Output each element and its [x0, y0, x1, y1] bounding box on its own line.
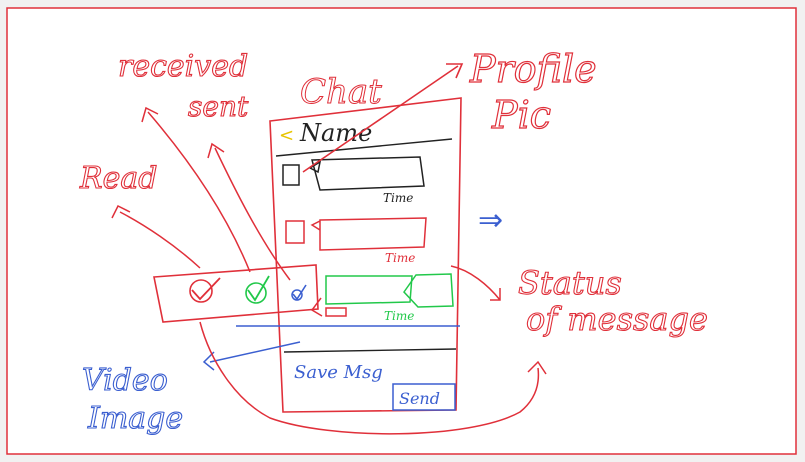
received-arrow	[141, 106, 251, 273]
whiteboard-frame	[6, 7, 797, 455]
profile-pic-box-1	[282, 164, 300, 186]
read-check-icon	[189, 277, 221, 303]
read-label: Read	[79, 161, 157, 196]
status-arrow	[450, 265, 501, 301]
header-divider	[275, 138, 453, 157]
message-bubble-1	[308, 156, 425, 191]
status-icons-box	[153, 264, 319, 323]
sent-label: sent	[188, 90, 249, 123]
compose-divider	[283, 348, 457, 353]
received-check-icon	[245, 275, 270, 304]
message-time-3: Time	[384, 309, 414, 323]
sent-arrow	[207, 142, 291, 281]
message-bubble-3-tail	[403, 273, 454, 308]
profile-label-line2: Pic	[491, 93, 551, 137]
received-label: received	[118, 49, 248, 84]
message-bubble-3	[325, 275, 413, 305]
send-button[interactable]: Send	[399, 389, 440, 408]
profile-label-line1: Profile	[469, 47, 597, 91]
message-time-2: Time	[385, 251, 415, 265]
compose-input[interactable]: Save Msg	[294, 362, 383, 383]
profile-arrow	[302, 63, 464, 173]
video-arrow	[202, 341, 301, 371]
sent-check-icon	[291, 284, 307, 301]
status-marker	[325, 307, 347, 317]
phone-outline	[269, 97, 462, 413]
video-label: Video	[82, 363, 168, 398]
loop-arrow	[199, 321, 547, 435]
annotations: Profile Pic Status of message Read recei…	[78, 46, 708, 436]
back-icon[interactable]: <	[279, 125, 294, 146]
message-bubble-2	[310, 217, 427, 251]
status-label-line2: of message	[526, 300, 708, 338]
swipe-arrow-icon: ⇒	[478, 203, 503, 238]
status-icons	[153, 264, 319, 323]
sketch-title: Chat	[300, 72, 382, 112]
image-label: Image	[87, 401, 183, 436]
send-button-box	[392, 383, 456, 411]
status-label-line1: Status	[518, 264, 622, 302]
profile-pic-box-2	[285, 220, 305, 244]
read-arrow	[111, 204, 201, 269]
message-time-1: Time	[383, 191, 413, 205]
